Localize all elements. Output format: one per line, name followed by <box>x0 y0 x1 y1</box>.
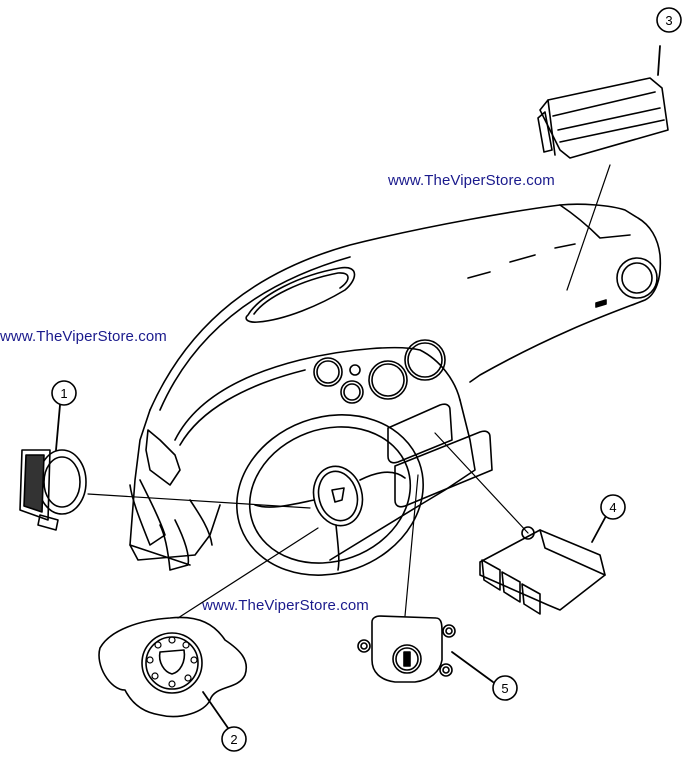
passenger-airbag-part <box>537 45 669 291</box>
watermark-text: www.TheViperStore.com <box>388 172 555 189</box>
driver-airbag-part <box>98 527 319 729</box>
callout-number: 2 <box>230 732 237 747</box>
steering-wheel <box>236 414 424 576</box>
callout-2: 2 <box>221 726 247 752</box>
impact-sensor-part <box>357 474 494 683</box>
callout-number: 1 <box>60 386 67 401</box>
instrument-panel <box>129 203 662 571</box>
callout-4: 4 <box>600 494 626 520</box>
callout-number: 3 <box>665 13 672 28</box>
airbag-control-module-part <box>434 432 607 615</box>
callout-5: 5 <box>492 675 518 701</box>
callout-number: 4 <box>609 500 616 515</box>
clockspring-part <box>19 449 311 531</box>
callout-3: 3 <box>656 7 682 33</box>
callout-1: 1 <box>51 380 77 451</box>
watermark-text: www.TheViperStore.com <box>202 597 369 614</box>
callout-number: 5 <box>501 681 508 696</box>
watermark-text: www.TheViperStore.com <box>0 328 167 345</box>
